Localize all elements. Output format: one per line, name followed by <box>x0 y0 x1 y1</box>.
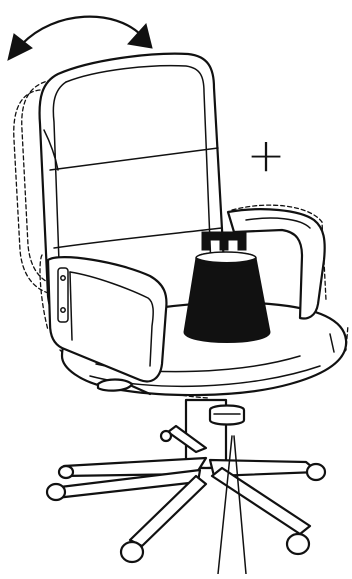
caster-front-left <box>121 542 143 562</box>
caster-right <box>307 464 325 480</box>
caster-front-right <box>287 534 309 554</box>
base <box>52 426 318 546</box>
tilt-arrow-icon <box>8 17 152 60</box>
caster-back-left <box>59 466 73 478</box>
plus-sign: + <box>246 133 286 177</box>
caster-left <box>47 484 65 500</box>
